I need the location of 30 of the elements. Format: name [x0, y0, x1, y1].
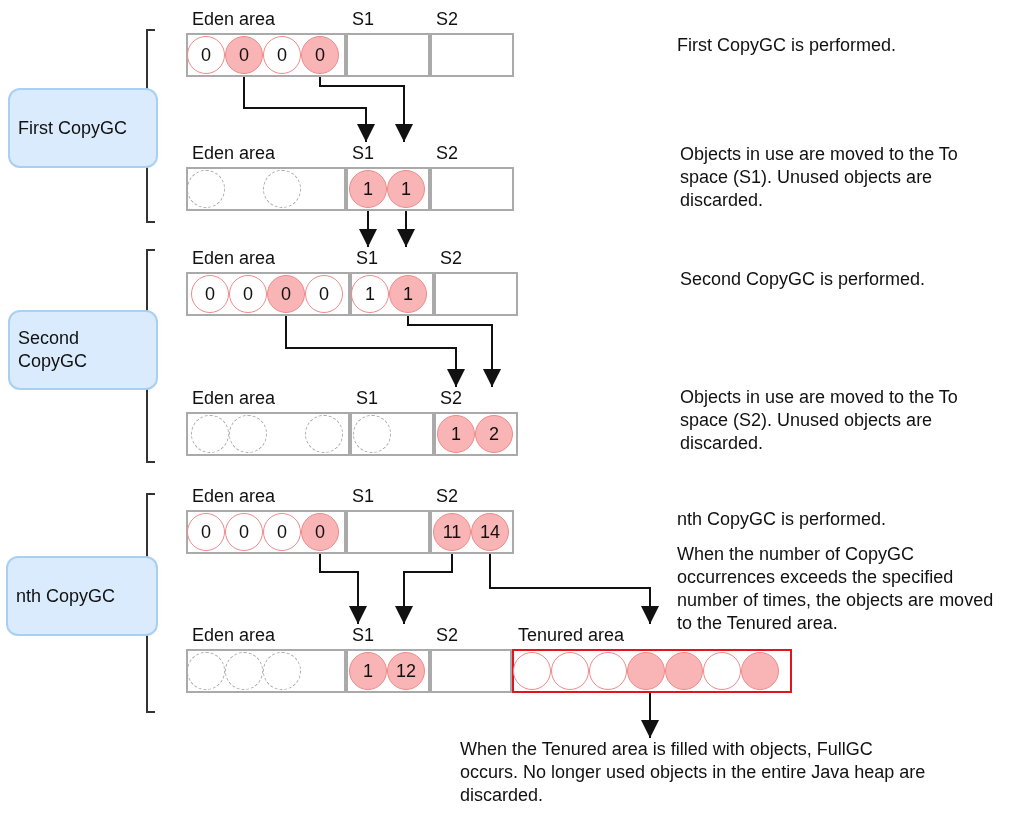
area-label: S1 — [356, 247, 379, 269]
area-label: S1 — [352, 142, 375, 164]
area-label: S1 — [352, 485, 375, 507]
area-label: S1 — [352, 8, 375, 30]
arrow — [641, 692, 659, 739]
phase-box: First CopyGC — [8, 88, 158, 168]
note-text: Second CopyGC is performed. — [680, 268, 927, 291]
note-text: When the Tenured area is filled with objects, FullGC occurs. No longer used objects in the entire Java heap are discarded. — [460, 738, 930, 807]
area-label: Eden area — [192, 387, 276, 409]
area-label: S2 — [440, 247, 463, 269]
area-label: S2 — [436, 624, 459, 646]
area-label: S2 — [436, 8, 459, 30]
area-label: S1 — [356, 387, 379, 409]
area-label: Eden area — [192, 247, 276, 269]
phase-box: Second CopyGC — [8, 310, 158, 390]
note-text: Objects in use are moved to the To space (S2). Unused objects are discarded. — [680, 386, 959, 455]
note-text: First CopyGC is performed. — [677, 34, 898, 57]
area-label: S2 — [440, 387, 463, 409]
area-label: Eden area — [192, 624, 276, 646]
note-text: Objects in use are moved to the To space (S1). Unused objects are discarded. — [680, 143, 959, 212]
phase-box: nth CopyGC — [6, 556, 158, 636]
note-text: nth CopyGC is performed. — [677, 508, 888, 531]
area-label: S1 — [352, 624, 375, 646]
area-label: Eden area — [192, 8, 276, 30]
area-label: S2 — [436, 485, 459, 507]
note-text: When the number of CopyGC occurrences exceeds the specified number of times, the objects are moved to the Tenured area. — [677, 543, 995, 635]
area-label: Eden area — [192, 142, 276, 164]
area-label: Tenured area — [518, 624, 625, 646]
area-label: Eden area — [192, 485, 276, 507]
area-label: S2 — [436, 142, 459, 164]
